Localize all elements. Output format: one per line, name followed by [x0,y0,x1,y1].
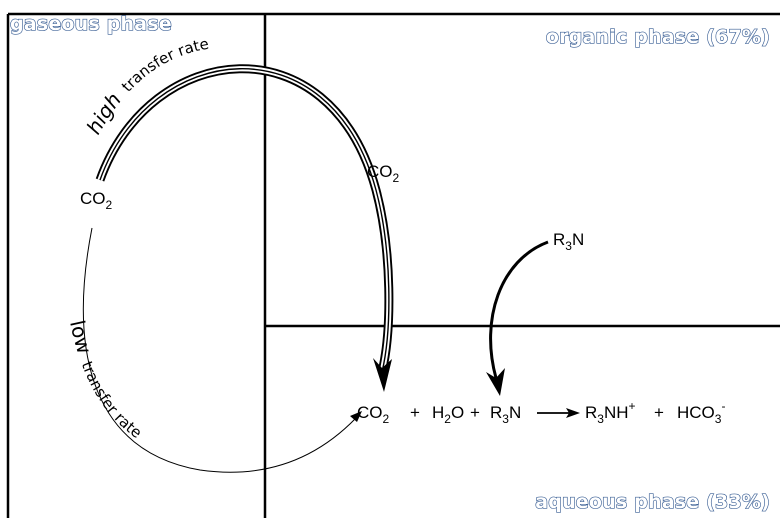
high-transfer-rate-label: high transfer rate [82,35,211,139]
amine-arrowhead [486,368,505,396]
reaction-product-ammonium: R3NH+ [585,399,636,426]
reaction-co2: CO2 [357,403,390,426]
low-transfer-arrowhead [350,411,362,422]
reaction-plus-3: + [654,403,664,422]
high-rest: transfer rate [118,35,210,96]
reaction-plus-1: + [410,403,420,422]
reaction-arrow [537,408,580,418]
low-rest: transfer rate [78,359,145,442]
reaction-h2o: H2O [432,403,464,426]
reaction-product-bicarbonate: HCO3- [677,399,725,426]
reaction-r3n: R3N [490,403,521,426]
reaction-equation: CO2 + H2O + R3N R3NH+ + HCO3- [357,399,725,426]
low-transfer-arrow [82,227,357,473]
organic-phase-label: organic phase (67%) [546,26,770,48]
high-transfer-arrowhead [373,358,392,392]
low-word: low [65,318,97,356]
co2-organic-label: CO2 [367,162,400,185]
high-word: high [82,88,126,138]
gaseous-phase-label: gaseous phase [10,13,172,35]
low-transfer-rate-label: low transfer rate [65,318,145,442]
phase-boundaries [6,12,780,518]
reaction-plus-2: + [470,403,480,422]
amine-arrow [489,240,549,379]
co2-gas-label: CO2 [80,189,113,212]
high-transfer-arrow [95,64,394,374]
aqueous-phase-label: aqueous phase (33%) [535,491,770,513]
amine-label: R3N [553,230,584,253]
